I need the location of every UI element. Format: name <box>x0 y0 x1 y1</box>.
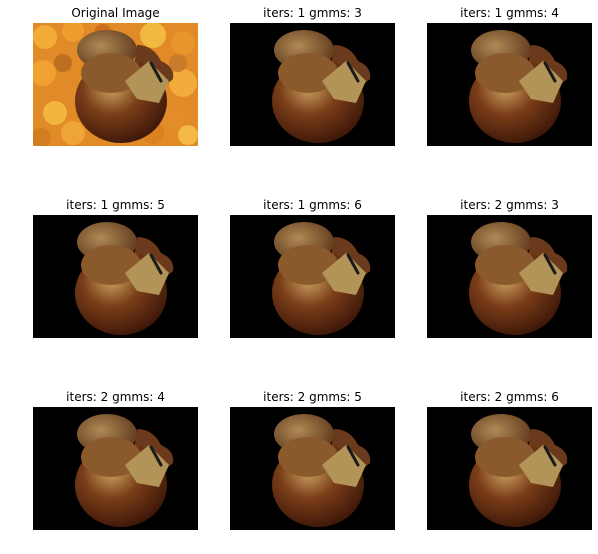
segmented-image <box>33 215 198 338</box>
panel-iters-2-gmms-4: iters: 2 gmms: 4 <box>33 390 198 530</box>
panel-iters-1-gmms-6: iters: 1 gmms: 6 <box>230 198 395 338</box>
panel-title: Original Image <box>71 6 160 20</box>
segmented-image <box>427 23 592 146</box>
panel-title: iters: 1 gmms: 3 <box>263 6 362 20</box>
panel-title: iters: 1 gmms: 6 <box>263 198 362 212</box>
panel-title: iters: 1 gmms: 5 <box>66 198 165 212</box>
segmented-image <box>427 215 592 338</box>
segmented-image <box>427 407 592 530</box>
panel-original-image: Original Image <box>33 6 198 146</box>
panel-iters-2-gmms-6: iters: 2 gmms: 6 <box>427 390 592 530</box>
panel-iters-1-gmms-5: iters: 1 gmms: 5 <box>33 198 198 338</box>
panel-title: iters: 2 gmms: 3 <box>460 198 559 212</box>
panel-title: iters: 1 gmms: 4 <box>460 6 559 20</box>
segmented-image <box>33 407 198 530</box>
panel-title: iters: 2 gmms: 6 <box>460 390 559 404</box>
segmented-image <box>230 23 395 146</box>
original-image <box>33 23 198 146</box>
panel-iters-2-gmms-5: iters: 2 gmms: 5 <box>230 390 395 530</box>
panel-iters-1-gmms-4: iters: 1 gmms: 4 <box>427 6 592 146</box>
segmented-image <box>230 215 395 338</box>
panel-iters-2-gmms-3: iters: 2 gmms: 3 <box>427 198 592 338</box>
panel-title: iters: 2 gmms: 5 <box>263 390 362 404</box>
panel-iters-1-gmms-3: iters: 1 gmms: 3 <box>230 6 395 146</box>
panel-title: iters: 2 gmms: 4 <box>66 390 165 404</box>
segmented-image <box>230 407 395 530</box>
